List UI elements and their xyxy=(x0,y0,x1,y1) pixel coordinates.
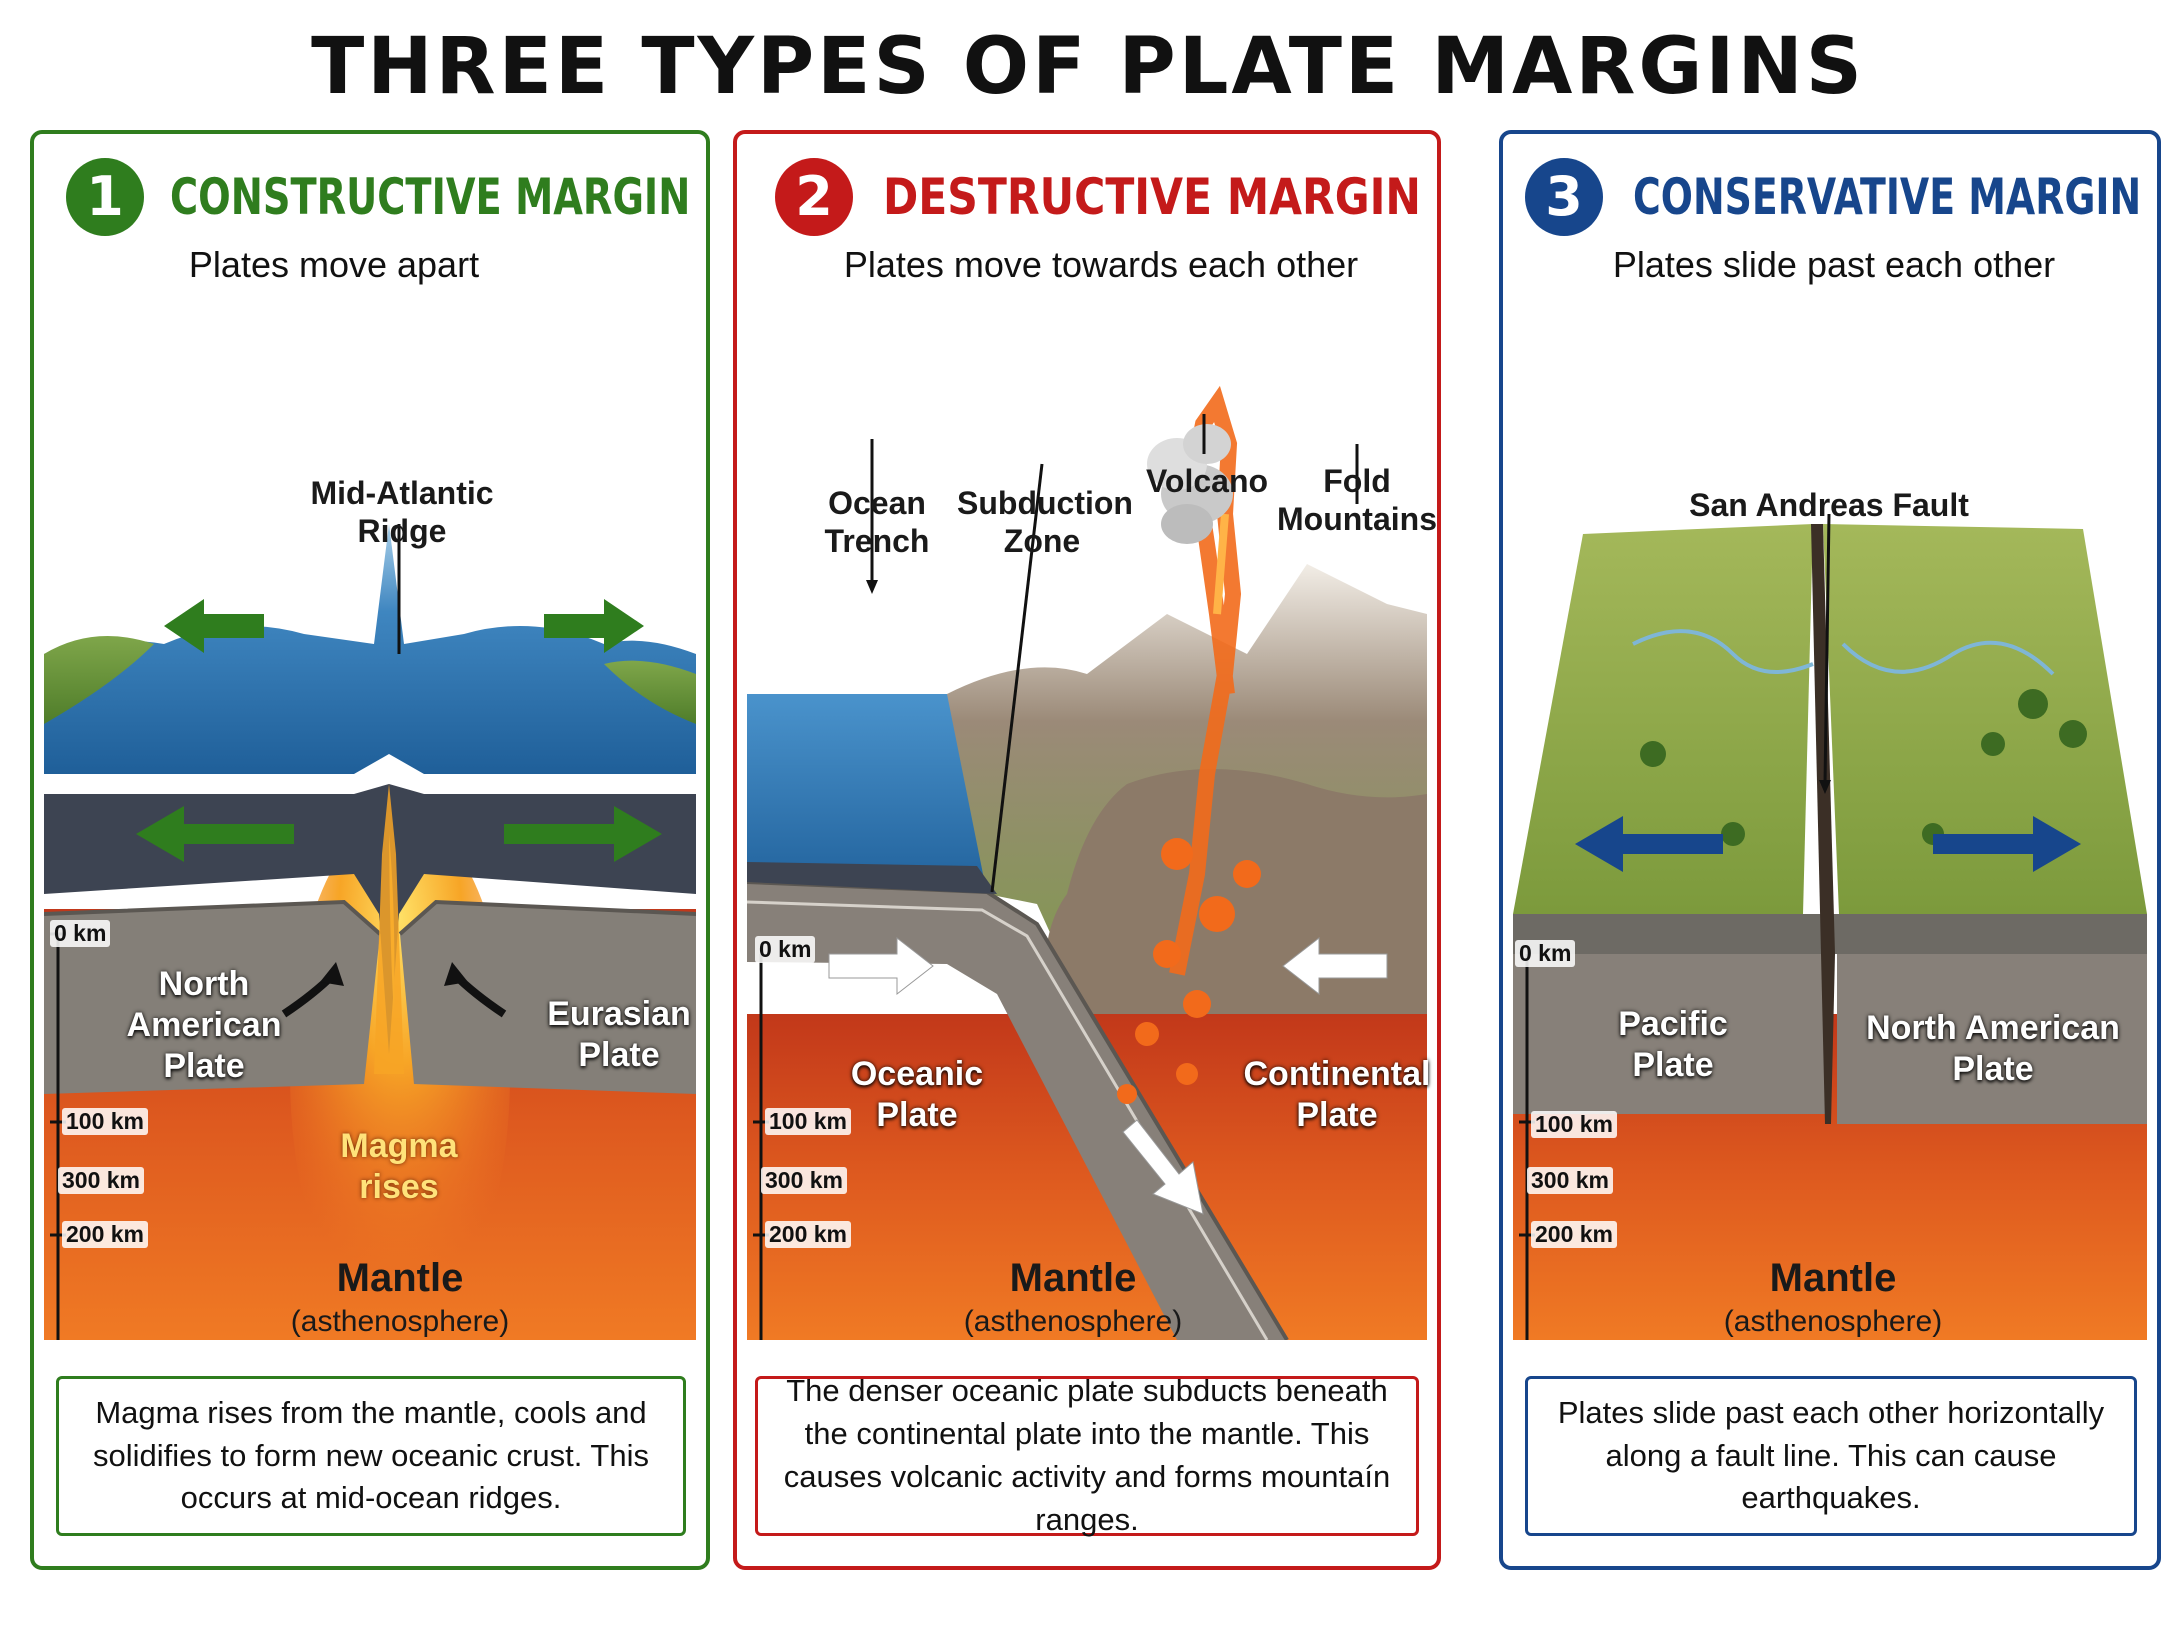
mid-atlantic-ridge-label: Mid-Atlantic Ridge xyxy=(310,475,494,550)
destructive-panel: 2 DESTRUCTIVE MARGIN Plates move towards… xyxy=(733,130,1441,1570)
panel-subtitle: Plates move apart xyxy=(188,244,480,285)
panel-number-badge: 1 xyxy=(66,158,144,236)
fold-mountains-label: Fold Mountains xyxy=(1277,463,1437,538)
subduction-zone-label: Subduction Zone xyxy=(957,485,1133,560)
eurasian-plate-label: Eurasian Plate xyxy=(547,995,691,1074)
constructive-description: Magma rises from the mantle, cools and s… xyxy=(56,1376,686,1536)
asthenosphere-label: (asthenosphere) xyxy=(290,1305,510,1338)
ocean-trench-label: Ocean Trench xyxy=(824,485,930,560)
destructive-diagram: 0 km 100 km 200 km Ocean Trench Subducti… xyxy=(747,314,1437,1340)
panel-header: 1 CONSTRUCTIVE MARGIN xyxy=(34,158,706,238)
conservative-diagram: 0 km 100 km 200 km San Andreas Fault Pac… xyxy=(1513,314,2147,1340)
north-american-plate-label: North American Plate xyxy=(126,965,282,1085)
destructive-description: The denser oceanic plate subducts beneat… xyxy=(755,1373,1419,1537)
depth-label-0km: 0 km xyxy=(50,920,111,947)
panel-subtitle: Plates slide past each other xyxy=(1612,244,2056,285)
panel-title: DESTRUCTIVE MARGIN xyxy=(883,168,1421,226)
constructive-cross-section xyxy=(44,524,696,1340)
depth-label-300km: 300 km xyxy=(761,1167,848,1194)
continental-plate-label: Continental Plate xyxy=(1243,1055,1431,1134)
panel-subtitle: Plates move towards each other xyxy=(843,244,1359,285)
panel-title: CONSERVATIVE MARGIN xyxy=(1633,168,2142,226)
volcano-label: Volcano xyxy=(1145,463,1269,499)
page-title: THREE TYPES OF PLATE MARGINS xyxy=(311,22,1865,112)
depth-label-100km: 100 km xyxy=(765,1108,852,1135)
constructive-diagram: 0 km 100 km 200 km Mid-Atlantic Ridge No… xyxy=(44,314,696,1340)
depth-label-300km: 300 km xyxy=(58,1167,145,1194)
pacific-plate-label: Pacific Plate xyxy=(1618,1005,1728,1084)
constructive-panel: 1 CONSTRUCTIVE MARGIN Plates move apart xyxy=(30,130,710,1570)
north-american-plate-label: North American Plate xyxy=(1866,1009,2120,1088)
asthenosphere-label: (asthenosphere) xyxy=(1723,1305,1943,1338)
depth-label-300km: 300 km xyxy=(1527,1167,1614,1194)
depth-label-0km: 0 km xyxy=(755,936,816,963)
conservative-panel: 3 CONSERVATIVE MARGIN Plates slide past … xyxy=(1499,130,2161,1570)
mantle-label: Mantle xyxy=(1009,1256,1137,1300)
conservative-description: Plates slide past each other horizontall… xyxy=(1525,1376,2137,1536)
mantle-label: Mantle xyxy=(1769,1256,1897,1300)
panel-header: 2 DESTRUCTIVE MARGIN xyxy=(737,158,1437,238)
depth-label-100km: 100 km xyxy=(62,1108,149,1135)
destructive-cross-section xyxy=(747,385,1427,1340)
san-andreas-fault-label: San Andreas Fault xyxy=(1689,487,1969,523)
oceanic-plate-label: Oceanic Plate xyxy=(850,1055,984,1134)
mantle-label: Mantle xyxy=(336,1256,464,1300)
depth-label-100km: 100 km xyxy=(1531,1111,1618,1138)
panel-title: CONSTRUCTIVE MARGIN xyxy=(170,168,691,226)
depth-label-0km: 0 km xyxy=(1515,940,1576,967)
depth-label-200km: 200 km xyxy=(765,1221,852,1248)
depth-label-200km: 200 km xyxy=(1531,1221,1618,1248)
panel-number-badge: 3 xyxy=(1525,158,1603,236)
panel-number-badge: 2 xyxy=(775,158,853,236)
asthenosphere-label: (asthenosphere) xyxy=(963,1305,1183,1338)
conservative-cross-section xyxy=(1513,513,2147,1340)
depth-label-200km: 200 km xyxy=(62,1221,149,1248)
magma-rises-label: Magma rises xyxy=(340,1127,458,1206)
panel-header: 3 CONSERVATIVE MARGIN xyxy=(1503,158,2157,238)
